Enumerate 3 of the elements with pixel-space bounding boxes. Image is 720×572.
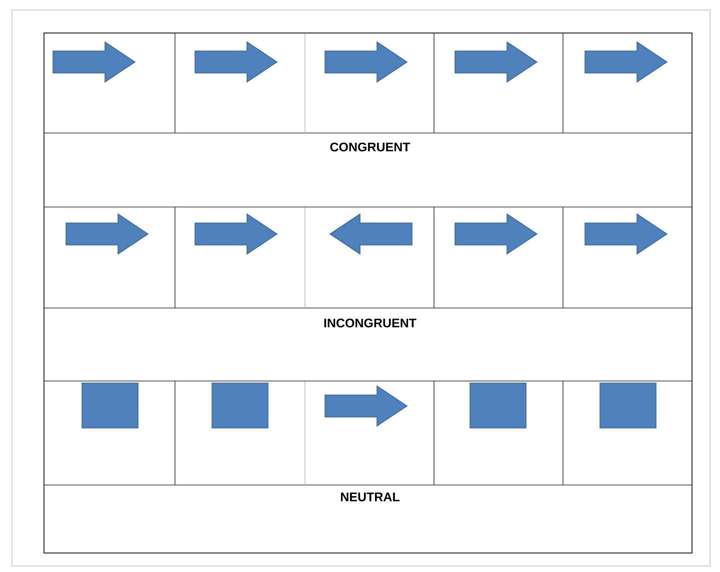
row-label: CONGRUENT [330, 142, 410, 152]
row-label: NEUTRAL [340, 492, 400, 502]
row-label: INCONGRUENT [324, 318, 416, 328]
